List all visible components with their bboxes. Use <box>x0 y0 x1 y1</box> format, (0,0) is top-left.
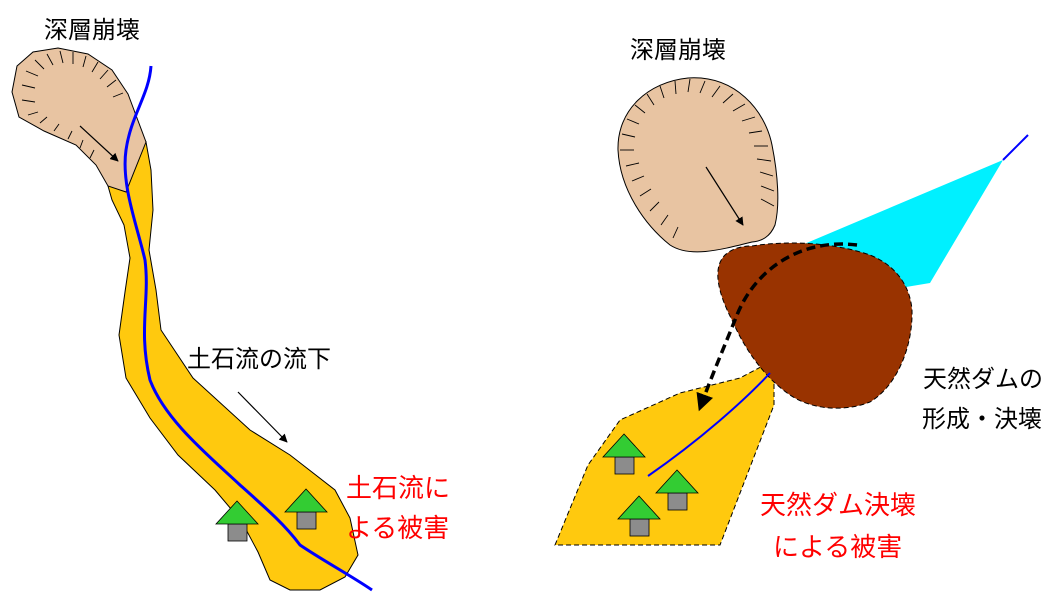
label-dam-damage-2: による被害 <box>773 533 902 563</box>
label-dam-formation-2: 形成・決壊 <box>922 405 1042 433</box>
river-downstream <box>647 372 771 477</box>
label-left-landslide: 深層崩壊 <box>44 16 140 44</box>
flow-direction-arrow <box>237 391 288 443</box>
flood-deposit <box>554 359 775 546</box>
label-debris-flow: 土石流の流下 <box>187 345 331 373</box>
label-dam-damage-1: 天然ダム決壊 <box>760 491 916 521</box>
right-panel: 深層崩壊 天然ダムの 形成・決壊 天然ダム決壊 による被害 <box>554 36 1043 563</box>
landslide-scar-right <box>617 77 779 253</box>
house <box>655 469 699 511</box>
house <box>617 495 661 537</box>
scarp-hachures <box>21 50 124 159</box>
natural-dam <box>717 242 913 409</box>
river-upstream <box>1002 134 1029 161</box>
landslide-motion-arrow-right <box>705 166 744 226</box>
dam-pond <box>790 160 1003 288</box>
left-panel: 深層崩壊 土石流の流下 土石流に よる被害 <box>11 16 450 592</box>
label-right-landslide: 深層崩壊 <box>630 36 726 64</box>
scarp-hachures-right <box>620 78 775 239</box>
landslide-motion-arrow <box>79 125 119 162</box>
label-debris-damage-2: よる被害 <box>346 514 449 544</box>
label-debris-damage-1: 土石流に <box>346 474 450 504</box>
label-dam-formation-1: 天然ダムの <box>923 365 1043 393</box>
river <box>123 65 373 592</box>
debris-flow-deposit <box>107 140 359 591</box>
house <box>215 500 259 542</box>
dam-breach-arrow <box>696 242 858 412</box>
house <box>284 488 328 530</box>
house <box>602 433 646 475</box>
